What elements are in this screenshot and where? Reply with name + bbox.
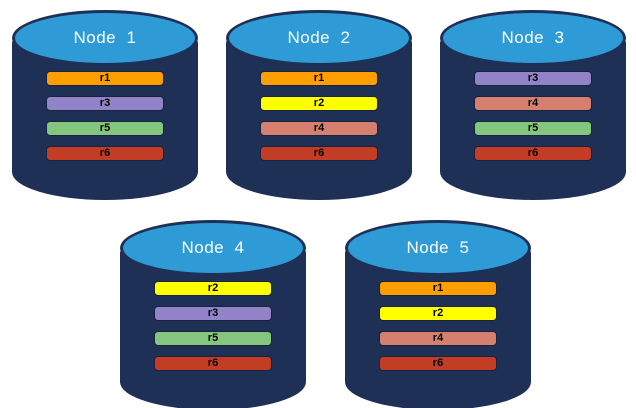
replica-bar: r5 [154,331,272,346]
node-title: Node 4 [181,238,245,257]
replica-bar: r6 [46,146,164,161]
replica-label: r6 [99,147,111,159]
replica-bar: r1 [379,281,497,296]
replica-bar: r4 [379,331,497,346]
replica-label: r6 [207,357,219,369]
replica-bar: r3 [474,71,592,86]
replica-bar: r6 [474,146,592,161]
node-title: Node 1 [73,28,137,47]
replica-label: r3 [99,97,111,109]
replica-label: r5 [207,332,219,344]
replica-label: r4 [313,122,325,134]
replica-bar: r1 [260,71,378,86]
node-cylinder-top: Node 5 [345,220,531,276]
node-cylinder-top: Node 1 [12,10,198,66]
replica-bar: r4 [260,121,378,136]
replica-label: r2 [207,282,219,294]
node-2: Node 2 r1 r2 r4 r6 [226,10,412,200]
replica-label: r3 [527,72,539,84]
replica-bar: r2 [379,306,497,321]
replica-label: r1 [432,282,444,294]
replica-label: r6 [527,147,539,159]
replica-bar-list: r1 r3 r5 r6 [12,71,198,161]
replica-label: r1 [313,72,325,84]
replica-label: r5 [99,122,111,134]
replica-label: r1 [99,72,111,84]
replica-label: r4 [527,97,539,109]
node-title: Node 3 [501,28,565,47]
node-cylinder-top: Node 2 [226,10,412,66]
replica-bar-list: r3 r4 r5 r6 [440,71,626,161]
node-title: Node 2 [287,28,351,47]
replica-label: r4 [432,332,444,344]
replica-bar: r1 [46,71,164,86]
replica-bar-list: r2 r3 r5 r6 [120,281,306,371]
replica-label: r2 [313,97,325,109]
node-5: Node 5 r1 r2 r4 r6 [345,220,531,408]
replica-label: r2 [432,307,444,319]
replica-bar: r5 [474,121,592,136]
replica-label: r3 [207,307,219,319]
node-4: Node 4 r2 r3 r5 r6 [120,220,306,408]
replica-label: r5 [527,122,539,134]
replica-bar-list: r1 r2 r4 r6 [345,281,531,371]
node-3: Node 3 r3 r4 r5 r6 [440,10,626,200]
replica-bar: r6 [154,356,272,371]
replica-bar: r3 [46,96,164,111]
node-title: Node 5 [406,238,470,257]
replica-bar: r2 [260,96,378,111]
node-cylinder-top: Node 4 [120,220,306,276]
replica-bar: r3 [154,306,272,321]
replica-bar: r6 [379,356,497,371]
node-cylinder-top: Node 3 [440,10,626,66]
replica-label: r6 [313,147,325,159]
node-1: Node 1 r1 r3 r5 r6 [12,10,198,200]
replica-bar: r4 [474,96,592,111]
replica-bar: r5 [46,121,164,136]
replica-bar-list: r1 r2 r4 r6 [226,71,412,161]
replica-bar: r6 [260,146,378,161]
replica-bar: r2 [154,281,272,296]
replica-label: r6 [432,357,444,369]
